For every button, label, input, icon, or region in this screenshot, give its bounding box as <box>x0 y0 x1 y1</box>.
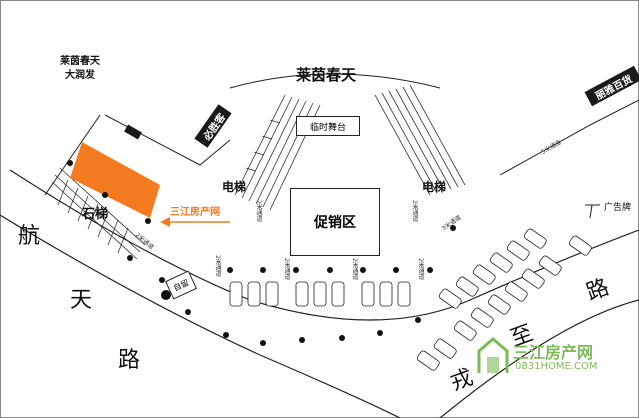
ad-tag-label: 三江房产网 <box>170 207 220 218</box>
mall-corner-line-1: 莱茵春天 <box>60 56 100 67</box>
stone-stairs-label: 石梯 <box>82 207 109 222</box>
road-edge-right <box>439 299 639 418</box>
promo-area-box: 促销区 <box>290 188 380 256</box>
billboard-label: 广告牌 <box>604 203 632 213</box>
mall-title: 莱茵春天 <box>296 66 357 84</box>
road-hangtian-char-3: 路 <box>118 348 141 373</box>
watermark: 三江房产网 0831HOME.COM <box>475 335 625 383</box>
car-row-center <box>229 281 411 307</box>
walkway-elevator-2m-label: 2米通道 <box>255 200 262 222</box>
promo-area-label: 促销区 <box>314 215 356 231</box>
road-hangtian-char-2: 天 <box>70 288 93 313</box>
walkway-2m-label-e: 2米通道 <box>417 258 424 280</box>
car-row-right <box>416 228 592 371</box>
mall-corner-label: 莱茵春天 大润发 <box>60 55 100 83</box>
right-escalator-hatch <box>374 84 466 196</box>
highlight-area <box>70 142 160 218</box>
walkway-2m-label-b: 2米通道 <box>214 255 221 277</box>
watermark-url: 0831HOME.COM <box>515 361 598 372</box>
stage-box: 临时舞台 <box>296 116 360 136</box>
stone-stair-hatch <box>51 167 146 260</box>
road-hangtian-char-1: 航 <box>18 224 41 249</box>
road-edge-outer <box>0 214 401 418</box>
mall-corner-line-2: 大润发 <box>65 70 95 81</box>
bollards <box>67 160 456 346</box>
walkway-2m-label-c: 2米通道 <box>283 258 290 280</box>
walkway-2m-label-d: 2米通道 <box>351 258 358 280</box>
watermark-brand: 三江房产网 <box>513 343 594 362</box>
elevator-left-label: 电梯 <box>222 180 247 194</box>
stage-label: 临时舞台 <box>309 122 346 133</box>
kiosk-label: 自留 <box>171 277 191 293</box>
walkway-2m-label-f: 2米通道 <box>411 200 418 222</box>
elevator-right-label: 电梯 <box>422 180 447 194</box>
watermark-house-icon <box>477 337 509 373</box>
